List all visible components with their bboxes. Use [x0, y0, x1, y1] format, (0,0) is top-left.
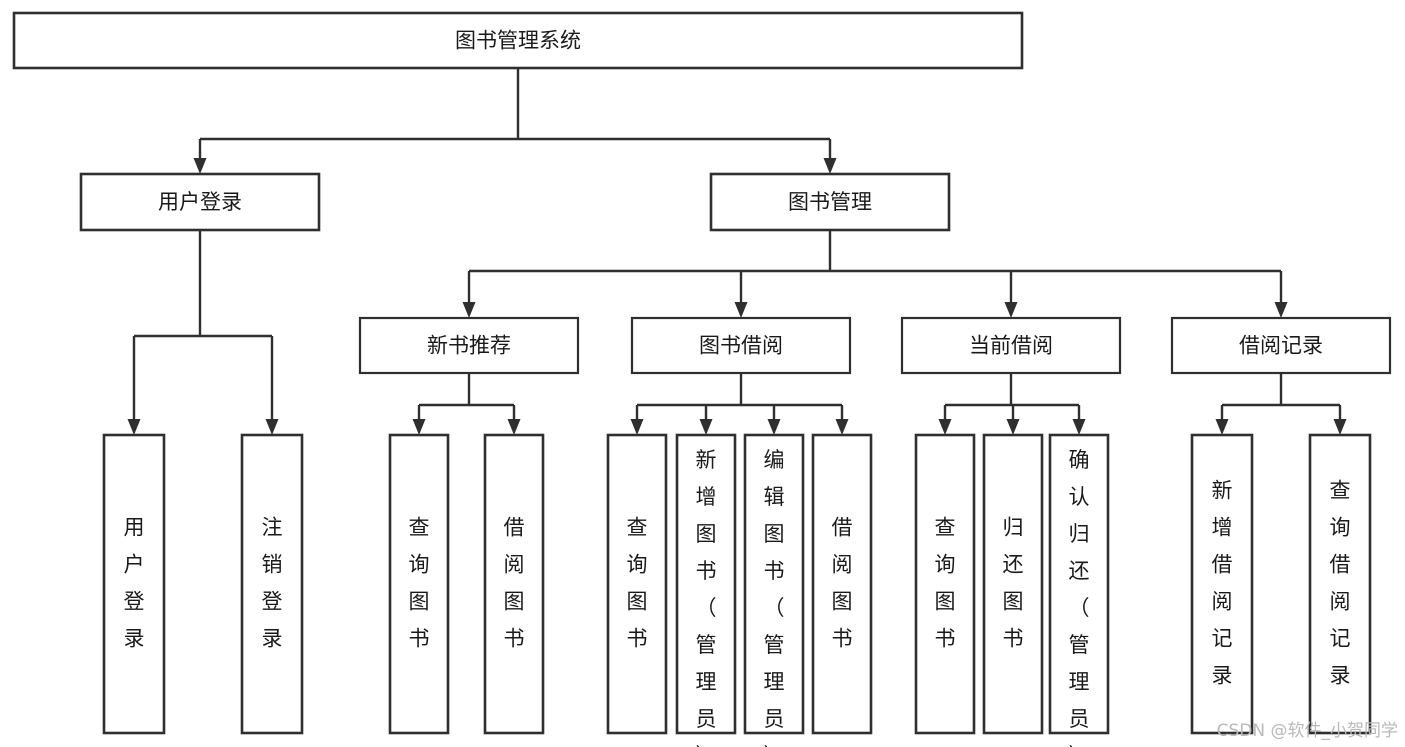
- arrow-head-icon: [699, 419, 713, 435]
- arrow-head-icon: [127, 419, 141, 435]
- node-label: 当前借阅: [969, 334, 1053, 358]
- node-l2-current-borrow[interactable]: 当前借阅: [900, 316, 1122, 375]
- node-layer: 图书管理系统用户登录图书管理新书推荐图书借阅当前借阅借阅记录用户登录注销登录查询…: [12, 11, 1392, 747]
- arrow-head-icon: [630, 419, 644, 435]
- arrow-head-icon: [767, 419, 781, 435]
- node-label: 归还图书: [1003, 516, 1024, 651]
- arrow-head-icon: [734, 302, 748, 318]
- arrow-head-icon: [462, 302, 476, 318]
- arrow-head-icon: [835, 419, 849, 435]
- node-label: 图书管理系统: [455, 29, 581, 53]
- node-l2-book-borrow[interactable]: 图书借阅: [630, 316, 852, 375]
- node-l1-book-manage[interactable]: 图书管理: [709, 172, 951, 232]
- node-box: [358, 316, 580, 375]
- node-l3-borrow-book-b[interactable]: 借阅图书: [811, 433, 873, 735]
- node-label: 确认归还（管理员）: [1069, 448, 1090, 747]
- node-l1-user-login[interactable]: 用户登录: [79, 172, 321, 232]
- connector-group-l2_borrow_record: [1215, 373, 1347, 435]
- node-box: [102, 433, 166, 735]
- node-label: 查询借阅记录: [1330, 479, 1351, 688]
- node-box: [12, 11, 1024, 70]
- node-box: [240, 433, 304, 735]
- node-box: [914, 433, 976, 735]
- node-root[interactable]: 图书管理系统: [12, 11, 1024, 70]
- node-box: [79, 172, 321, 232]
- arrow-head-icon: [1072, 419, 1086, 435]
- node-box: [1190, 433, 1254, 735]
- arrow-head-icon: [1274, 302, 1288, 318]
- node-l2-new-book-rec[interactable]: 新书推荐: [358, 316, 580, 375]
- arrow-head-icon: [193, 158, 207, 174]
- node-label: 查询图书: [409, 516, 430, 651]
- node-label: 图书借阅: [699, 334, 783, 358]
- arrow-head-icon: [1333, 419, 1347, 435]
- csdn-watermark: CSDN @软件_小贺同学: [1217, 721, 1398, 741]
- node-l3-confirm-return[interactable]: 确认归还（管理员）: [1048, 433, 1110, 747]
- node-box: [630, 316, 852, 375]
- node-box: [675, 433, 737, 735]
- node-l3-user-login[interactable]: 用户登录: [102, 433, 166, 735]
- arrow-head-icon: [938, 419, 952, 435]
- node-box: [811, 433, 873, 735]
- node-label: 借阅记录: [1239, 334, 1323, 358]
- connector-group-l1_book_manage: [462, 230, 1288, 318]
- node-label: 借阅图书: [504, 516, 525, 651]
- node-box: [900, 316, 1122, 375]
- node-l3-logout[interactable]: 注销登录: [240, 433, 304, 735]
- connector-group-l2_current_borrow: [938, 373, 1086, 435]
- connector-group-l1_user_login: [127, 230, 279, 435]
- node-label: 用户登录: [124, 516, 145, 651]
- node-label: 借阅图书: [832, 516, 853, 651]
- node-l3-add-record[interactable]: 新增借阅记录: [1190, 433, 1254, 735]
- node-l3-query-record[interactable]: 查询借阅记录: [1308, 433, 1372, 735]
- arrow-head-icon: [1006, 419, 1020, 435]
- connector-group-l2_book_borrow: [630, 373, 849, 435]
- node-box: [743, 433, 805, 735]
- node-label: 编辑图书（管理员）: [764, 448, 785, 747]
- node-box: [709, 172, 951, 232]
- node-l3-query-book-b[interactable]: 查询图书: [606, 433, 668, 735]
- node-l3-add-book[interactable]: 新增图书（管理员）: [675, 433, 737, 747]
- node-label: 查询图书: [935, 516, 956, 651]
- node-label: 用户登录: [158, 190, 242, 214]
- node-l3-query-book-a[interactable]: 查询图书: [388, 433, 450, 735]
- node-l3-borrow-book-a[interactable]: 借阅图书: [483, 433, 545, 735]
- node-label: 新增借阅记录: [1212, 479, 1233, 688]
- node-box: [982, 433, 1044, 735]
- arrow-head-icon: [412, 419, 426, 435]
- node-box: [606, 433, 668, 735]
- node-l3-edit-book[interactable]: 编辑图书（管理员）: [743, 433, 805, 747]
- connector-layer: [127, 68, 1347, 435]
- node-label: 新书推荐: [427, 334, 511, 358]
- node-label: 查询图书: [627, 516, 648, 651]
- node-l3-return-book[interactable]: 归还图书: [982, 433, 1044, 735]
- node-box: [1170, 316, 1392, 375]
- node-label: 注销登录: [262, 516, 283, 651]
- node-box: [1048, 433, 1110, 735]
- node-box: [483, 433, 545, 735]
- node-box: [1308, 433, 1372, 735]
- arrow-head-icon: [823, 158, 837, 174]
- connector-group-root: [193, 68, 837, 174]
- arrow-head-icon: [265, 419, 279, 435]
- node-l2-borrow-record[interactable]: 借阅记录: [1170, 316, 1392, 375]
- node-label: 新增图书（管理员）: [696, 448, 717, 747]
- node-l3-query-book-c[interactable]: 查询图书: [914, 433, 976, 735]
- node-label: 图书管理: [788, 190, 872, 214]
- arrow-head-icon: [1215, 419, 1229, 435]
- arrow-head-icon: [507, 419, 521, 435]
- connector-group-l2_new_book_rec: [412, 373, 521, 435]
- node-box: [388, 433, 450, 735]
- arrow-head-icon: [1004, 302, 1018, 318]
